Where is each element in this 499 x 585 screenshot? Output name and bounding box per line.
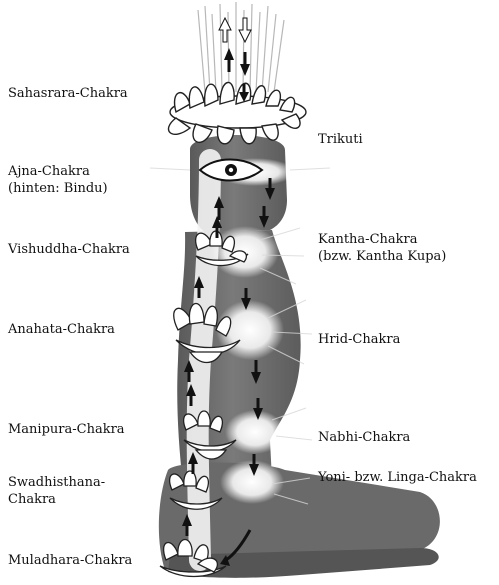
label-swadhisthana: Swadhisthana- bbox=[8, 475, 105, 491]
label-manipura: Manipura-Chakra bbox=[8, 422, 125, 438]
label-nabhi: Nabhi-Chakra bbox=[318, 430, 410, 446]
label-anahata: Anahata-Chakra bbox=[8, 322, 115, 338]
label-vishuddha: Vishuddha-Chakra bbox=[8, 242, 130, 258]
label-sahasrara: Sahasrara-Chakra bbox=[8, 86, 128, 102]
label-ajna: Ajna-Chakra bbox=[8, 164, 90, 180]
label-muladhara: Muladhara-Chakra bbox=[8, 553, 132, 569]
label-ajna-note: (hinten: Bindu) bbox=[8, 181, 108, 197]
label-trikuti: Trikuti bbox=[318, 132, 363, 148]
label-kantha-note: (bzw. Kantha Kupa) bbox=[318, 249, 446, 265]
label-hrid: Hrid-Chakra bbox=[318, 332, 400, 348]
label-kantha: Kantha-Chakra bbox=[318, 232, 418, 248]
label-yoni: Yoni- bzw. Linga-Chakra bbox=[318, 470, 477, 486]
label-swadhisthana-cont: Chakra bbox=[8, 492, 56, 508]
crown-rays bbox=[198, 2, 284, 92]
sahasrara-lotus bbox=[169, 82, 306, 143]
